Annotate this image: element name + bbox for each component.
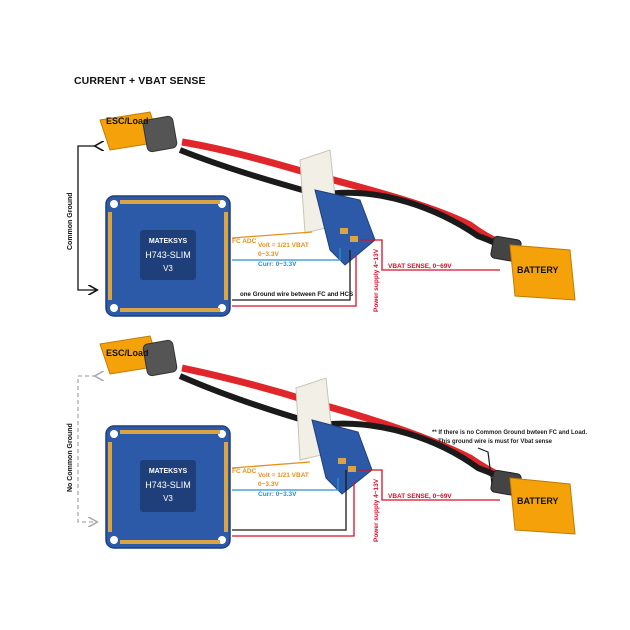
current-sensor (299, 149, 376, 266)
battery-connector-bottom (490, 469, 576, 535)
curr-signal-wire-bottom (232, 478, 339, 491)
power-signal-wire-bottom (232, 482, 355, 537)
board-model: H743-SLIM (145, 250, 191, 260)
curr-label: Curr: 0~3.3V (258, 261, 297, 268)
note-line-2: This ground wire is must for Vbat sense (438, 439, 553, 445)
no-common-ground-label: No Common Ground (67, 423, 74, 492)
board-model-bottom: H743-SLIM (145, 480, 191, 490)
volt-signal-wire (231, 231, 313, 239)
vbat-sense-label-bottom: VBAT SENSE, 0~69V (388, 493, 452, 500)
esc-connector (99, 111, 178, 153)
flight-controller-bottom (105, 425, 231, 549)
battery-connector (490, 235, 576, 301)
power-signal-wire (232, 255, 357, 307)
black-power-wire (178, 147, 518, 255)
gnd-wire-label: one Ground wire between FC and HCS (240, 291, 353, 298)
volt-range-label: 0~3.3V (258, 251, 279, 258)
power-supply-label-bottom: Power supply 4~13V (373, 478, 380, 542)
vbat-sense-wire (360, 239, 500, 271)
note-line-1: ** If there is no Common Ground bwteen F… (432, 430, 587, 436)
no-common-ground-bracket (77, 376, 96, 522)
volt-range-label-bottom: 0~3.3V (258, 481, 279, 488)
esc-connector-bottom (99, 335, 178, 377)
bottom-diagram: ESC/Load BATTERY (67, 335, 587, 549)
battery-label-bottom: BATTERY (517, 496, 559, 506)
current-sensor-bottom (295, 377, 373, 495)
battery-label: BATTERY (517, 265, 559, 275)
top-diagram: ESC/Load BATTERY (67, 111, 576, 317)
vbat-sense-label: VBAT SENSE, 0~69V (388, 263, 452, 270)
board-brand-bottom: MATEKSYS (149, 468, 188, 475)
vbat-sense-wire-bottom (358, 469, 500, 501)
board-version-bottom: V3 (163, 494, 173, 503)
note-leader-line (477, 447, 493, 485)
board-version: V3 (163, 264, 173, 273)
fc-adc-label-bottom: FC ADC (232, 468, 257, 475)
esc-label: ESC/Load (106, 116, 149, 126)
curr-signal-wire (232, 248, 341, 261)
curr-label-bottom: Curr: 0~3.3V (258, 491, 297, 498)
fc-adc-label: FC ADC (232, 238, 257, 245)
flight-controller-top (105, 195, 231, 317)
volt-label-bottom: Volt = 1/21 VBAT (258, 472, 309, 479)
board-brand: MATEKSYS (149, 238, 188, 245)
esc-label-bottom: ESC/Load (106, 348, 149, 358)
diagram-title: CURRENT + VBAT SENSE (74, 75, 206, 87)
common-ground-label: Common Ground (67, 192, 74, 250)
ground-signal-wire-bottom (232, 470, 347, 531)
power-supply-label: Power supply 4~13V (373, 248, 380, 312)
common-ground-bracket (77, 146, 96, 290)
volt-label: Volt = 1/21 VBAT (258, 242, 309, 249)
ground-signal-wire (232, 250, 351, 301)
volt-signal-wire-bottom (231, 461, 311, 469)
